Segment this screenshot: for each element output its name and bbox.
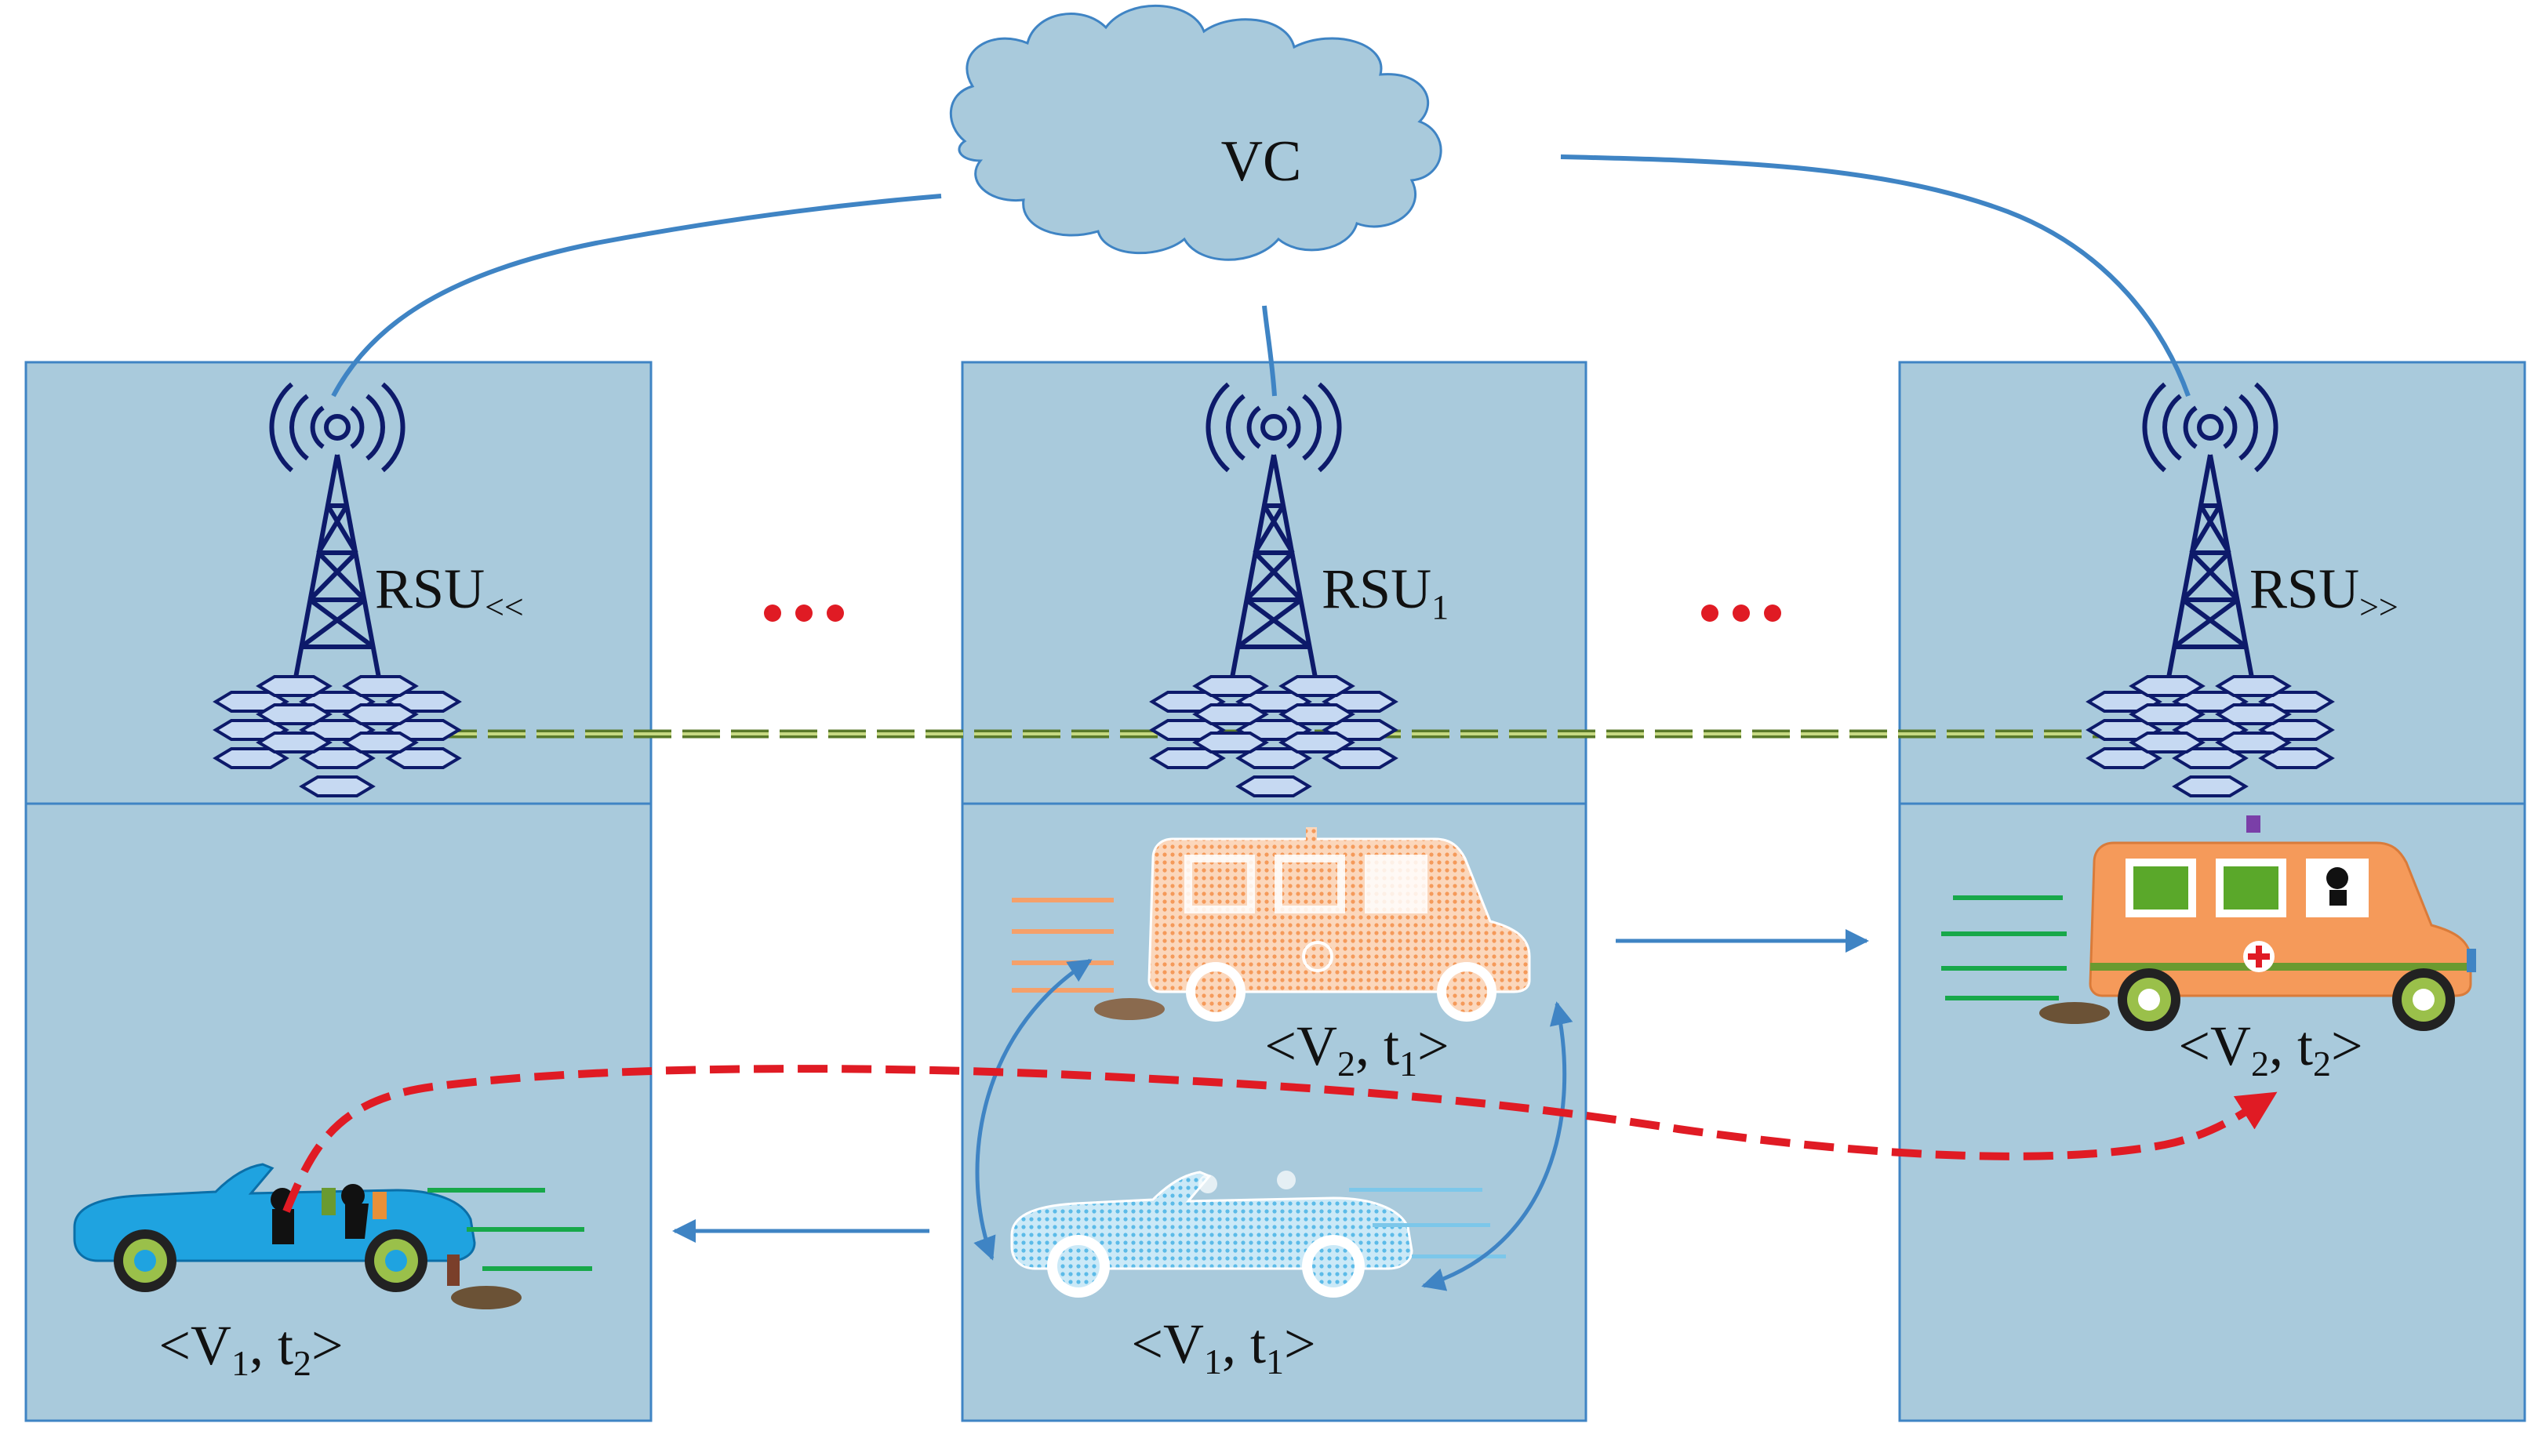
car-v1-t2-icon [73,1163,592,1309]
link-right [1560,154,2191,397]
speed-lines-green-right [1941,895,2067,1000]
ambulance-v2-t1-icon [1012,827,1531,1022]
red-dashed-route [282,1065,2278,1213]
arrow-v2-to-v1 [1421,1001,1573,1291]
label-v2-t2: <V2, t2> [2178,1015,2362,1084]
link-center [1262,305,1277,397]
ellipsis-right [1701,605,1781,622]
speed-lines-green-left [427,1188,592,1271]
ambulance-v2-t2-icon [1941,815,2476,1031]
label-v1-t1: <V1, t1> [1131,1313,1315,1382]
cloud-links [331,154,2191,398]
vehicular-cloud: VC [949,5,1442,261]
ellipsis-left [764,605,844,622]
arrow-v1-to-v2 [973,958,1093,1261]
rsu-label-right: RSU>> [2249,557,2398,626]
rsu-label-center: RSU1 [1322,557,1449,626]
link-left [331,194,942,398]
cloud-label: VC [1221,129,1302,194]
label-v1-t2: <V1, t2> [158,1314,343,1383]
label-v2-t1: <V2, t1> [1264,1015,1449,1084]
rsu-label-left: RSU<< [375,557,524,626]
